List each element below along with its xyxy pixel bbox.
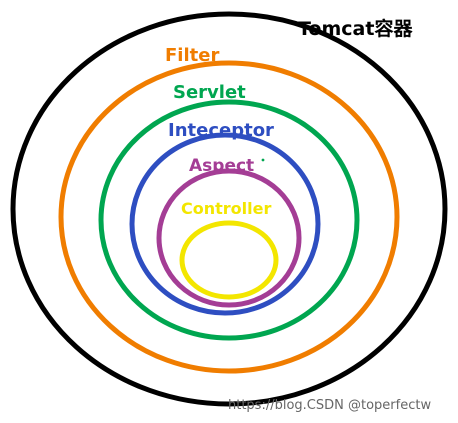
inteceptor-label: Inteceptor xyxy=(168,120,274,141)
servlet-label: Servlet xyxy=(173,82,246,103)
controller-label: Controller xyxy=(181,199,271,218)
aspect-label: Aspect xyxy=(189,156,254,176)
stray-dot xyxy=(261,158,265,162)
tomcat-container-ellipse xyxy=(10,11,448,407)
servlet-layer-ellipse xyxy=(98,99,360,341)
filter-label: Filter xyxy=(165,45,219,66)
filter-layer-ellipse xyxy=(58,60,400,374)
tomcat-container-label: Tomcat容器 xyxy=(298,17,413,40)
watermark-text: https://blog.CSDN @toperfectw xyxy=(228,398,431,413)
aspect-layer-ellipse xyxy=(156,168,302,308)
interceptor-layer-ellipse xyxy=(129,132,321,316)
controller-layer-ellipse xyxy=(179,220,279,300)
